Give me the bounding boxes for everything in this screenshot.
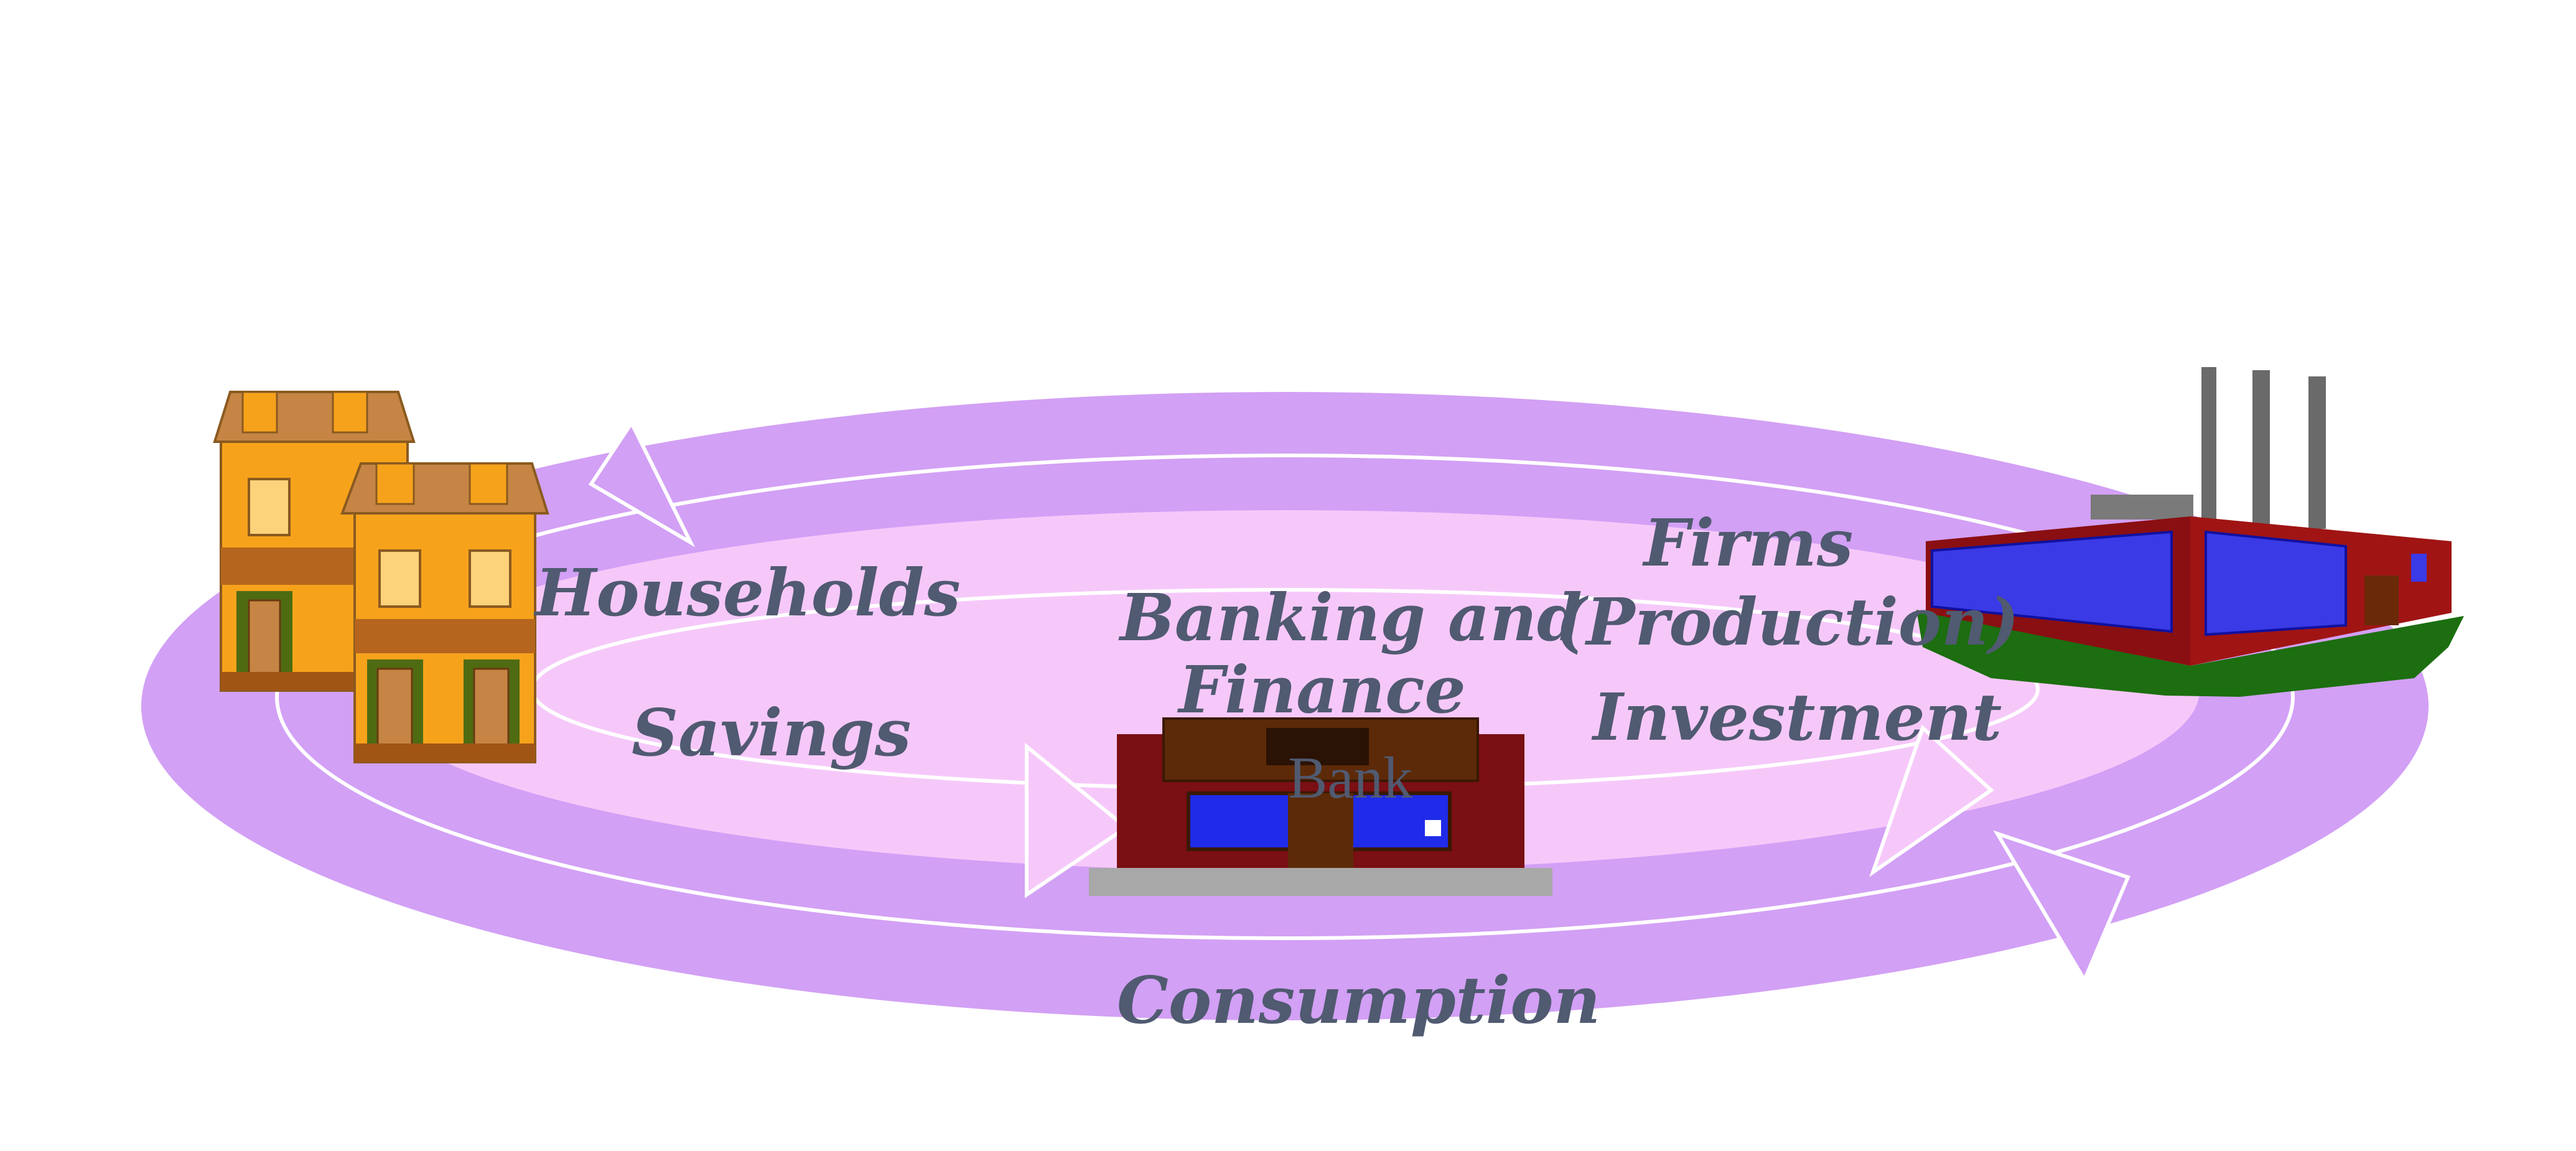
arrow-head-investment <box>1869 724 1994 877</box>
bank-sign: Bank <box>1288 745 1413 811</box>
banking-label-line1: Banking and <box>1120 579 1582 656</box>
factory-icon <box>1916 367 2464 697</box>
arrow-head-bottom-right <box>1993 830 2131 984</box>
houses-icon <box>213 391 549 763</box>
savings-label: Savings <box>632 694 912 771</box>
bank-building-icon <box>1089 717 1552 896</box>
banking-label-line2: Finance <box>1178 651 1466 729</box>
firms-label-line2: (Production) <box>1556 583 2019 660</box>
arrow-head-savings <box>1025 742 1130 898</box>
arrow-head-top-left <box>588 419 696 548</box>
firms-label-line1: Firms <box>1643 505 1854 581</box>
banking-finance-label: Banking and Finance <box>1120 579 1582 729</box>
firms-production-label: Firms (Production) <box>1556 504 2019 662</box>
consumption-label: Consumption <box>1117 962 1601 1038</box>
investment-label: Investment <box>1593 679 2002 755</box>
house-front <box>340 462 549 763</box>
households-label: Households <box>535 554 961 631</box>
